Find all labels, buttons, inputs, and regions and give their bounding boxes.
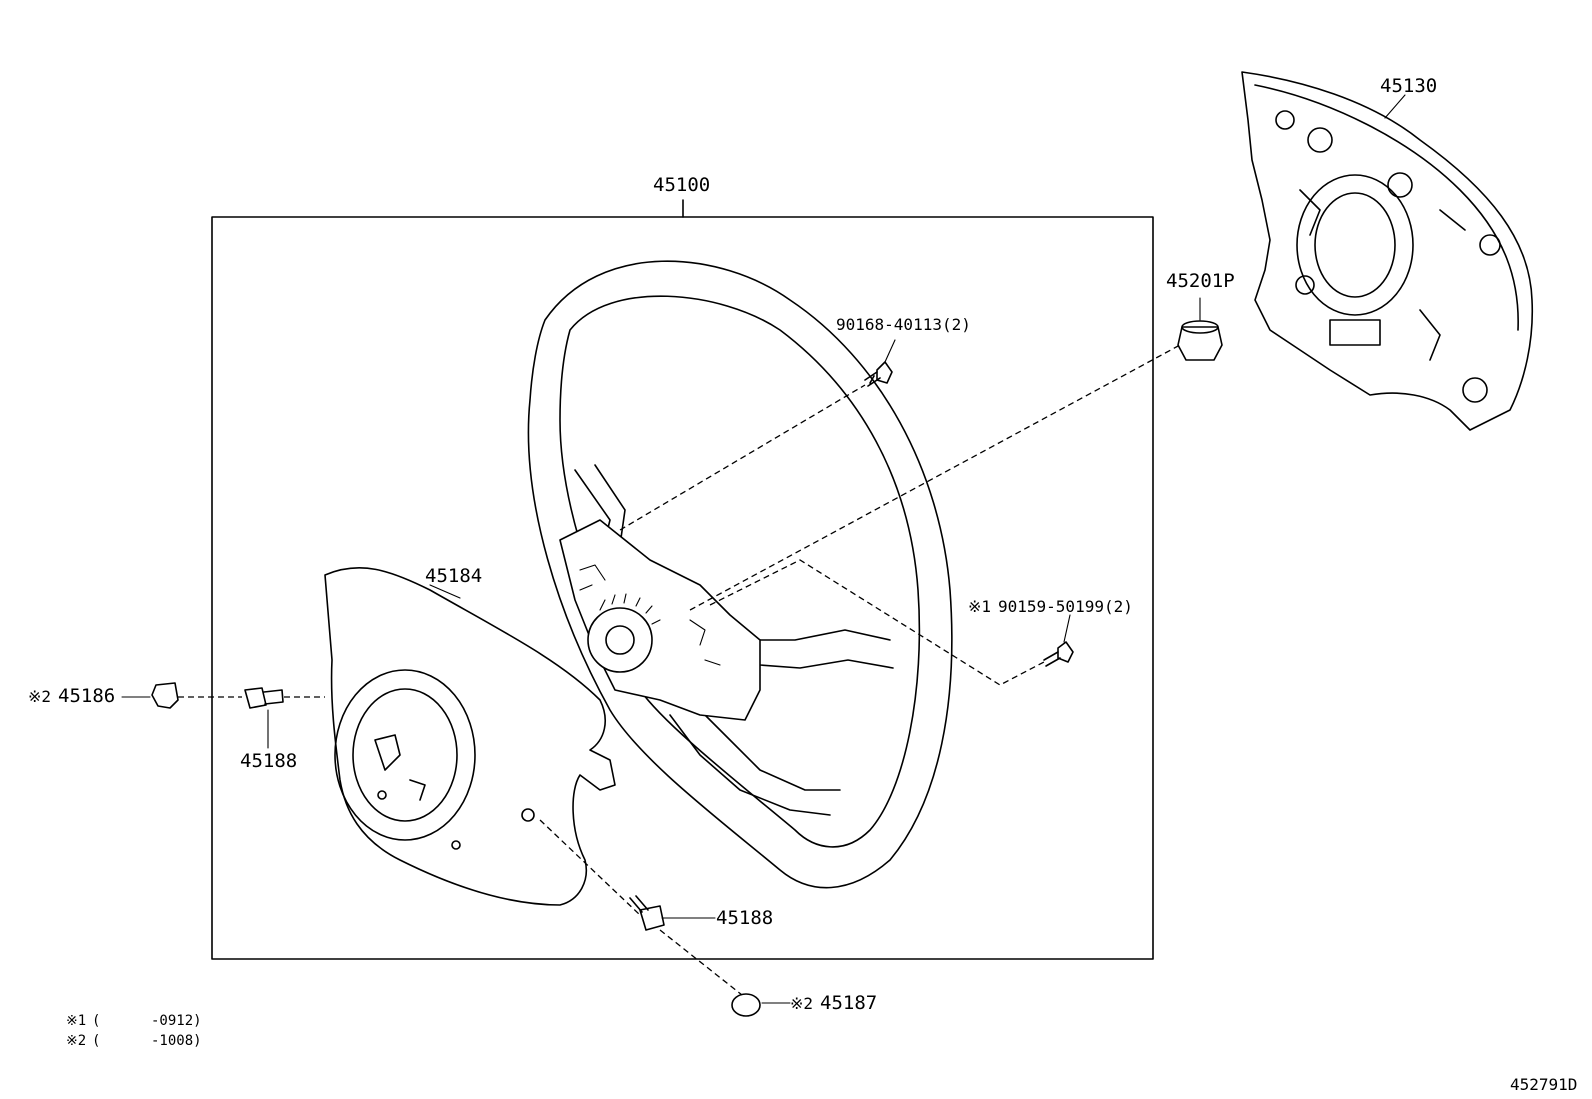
label-cover: 45184 xyxy=(425,565,483,587)
lower-cover[interactable] xyxy=(324,567,616,906)
assembly-box xyxy=(211,199,1154,960)
label-assembly: 45100 xyxy=(653,174,711,196)
footnote-2-range: ( -1008) xyxy=(92,1033,202,1049)
label-cap: 45187 xyxy=(820,992,878,1014)
label-screw-bottom: 45188 xyxy=(716,907,774,929)
label-bolt-right: 90159-50199(2) xyxy=(998,597,1133,616)
footnote-1-mark: ※1 xyxy=(66,1013,87,1029)
label-bolt-upper: 90168-40113(2) xyxy=(836,315,971,334)
airbag-pad[interactable] xyxy=(1241,71,1534,431)
label-clip: 45186 xyxy=(58,685,116,707)
steering-wheel[interactable] xyxy=(527,260,953,889)
footnote-1-range: ( -0912) xyxy=(92,1013,202,1029)
bolt-90159[interactable] xyxy=(1043,614,1074,667)
label-clip-note: ※2 xyxy=(28,687,52,706)
screw-45188-left[interactable] xyxy=(244,687,284,749)
clip-45186[interactable] xyxy=(121,682,179,709)
nut-45201p[interactable] xyxy=(1177,297,1223,361)
label-pad: 45130 xyxy=(1380,75,1438,97)
bolt-90168[interactable] xyxy=(864,339,896,387)
cap-45187[interactable] xyxy=(731,993,791,1017)
label-nut: 45201P xyxy=(1166,270,1235,292)
figure-code: 452791D xyxy=(1510,1075,1578,1094)
screw-45188-bottom[interactable] xyxy=(629,895,716,931)
footnote-2-mark: ※2 xyxy=(66,1033,87,1049)
label-bolt-right-note: ※1 xyxy=(968,597,992,616)
label-screw-left: 45188 xyxy=(240,750,298,772)
label-cap-note: ※2 xyxy=(790,994,814,1013)
dashed-leaders xyxy=(178,344,1181,996)
